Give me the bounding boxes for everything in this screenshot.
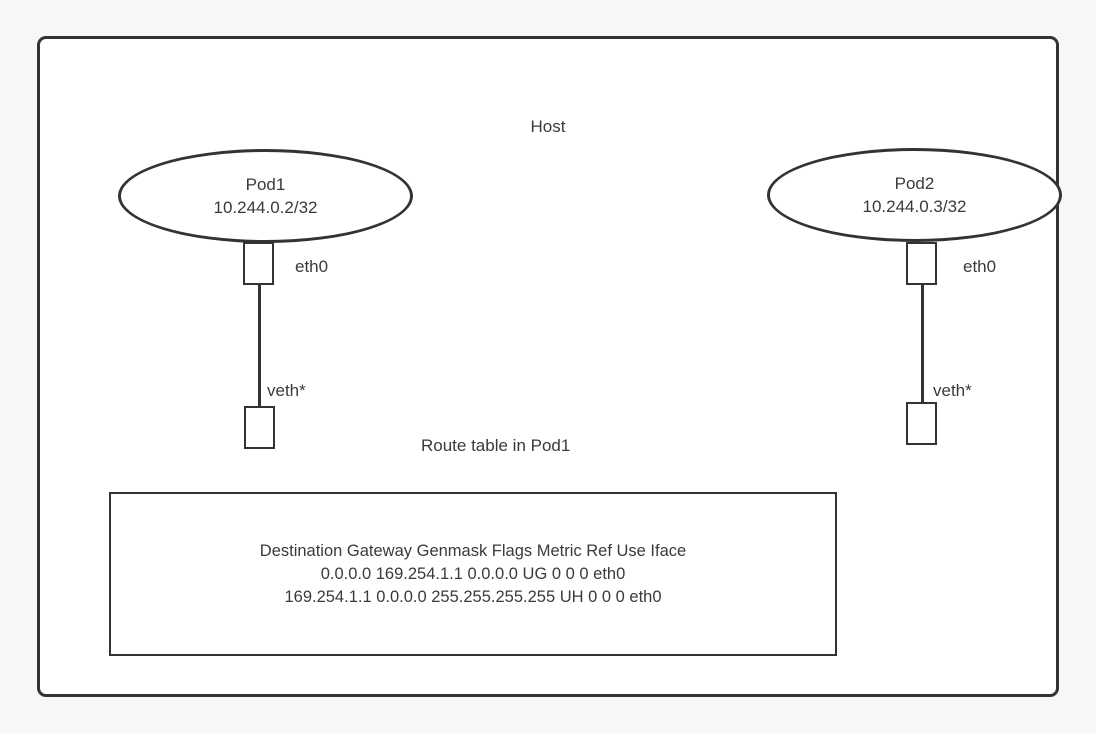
- host-container: Host Pod1 10.244.0.2/32 eth0 veth* Pod2 …: [37, 36, 1062, 697]
- pod2-ip: 10.244.0.3/32: [862, 197, 967, 216]
- host-label: Host: [530, 117, 566, 136]
- pod1-veth-connector-line: [258, 284, 261, 408]
- route-table-row: 0.0.0.0 169.254.1.1 0.0.0.0 UG 0 0 0 eth…: [320, 564, 626, 583]
- pod1-veth-label: veth*: [267, 381, 306, 400]
- route-table-row: 169.254.1.1 0.0.0.0 255.255.255.255 UH 0…: [284, 587, 662, 606]
- pod2-name: Pod2: [894, 174, 935, 193]
- pod2-veth-label: veth*: [933, 381, 972, 400]
- pod1-eth0-port: [243, 242, 274, 285]
- pod2-node: Pod2 10.244.0.3/32: [767, 148, 1062, 242]
- pod1-name: Pod1: [245, 175, 286, 194]
- pod2-eth0-label: eth0: [963, 257, 997, 276]
- route-table-box: Destination Gateway Genmask Flags Metric…: [109, 492, 837, 656]
- route-table-header: Destination Gateway Genmask Flags Metric…: [259, 541, 687, 560]
- pod2-veth-port: [906, 402, 937, 445]
- pod2-eth0-port: [906, 242, 937, 285]
- pod1-veth-port: [244, 406, 275, 449]
- pod2-veth-connector-line: [921, 284, 924, 404]
- route-table-title: Route table in Pod1: [421, 436, 571, 455]
- pod1-ip: 10.244.0.2/32: [213, 198, 318, 217]
- pod1-eth0-label: eth0: [295, 257, 329, 276]
- pod1-node: Pod1 10.244.0.2/32: [118, 149, 413, 243]
